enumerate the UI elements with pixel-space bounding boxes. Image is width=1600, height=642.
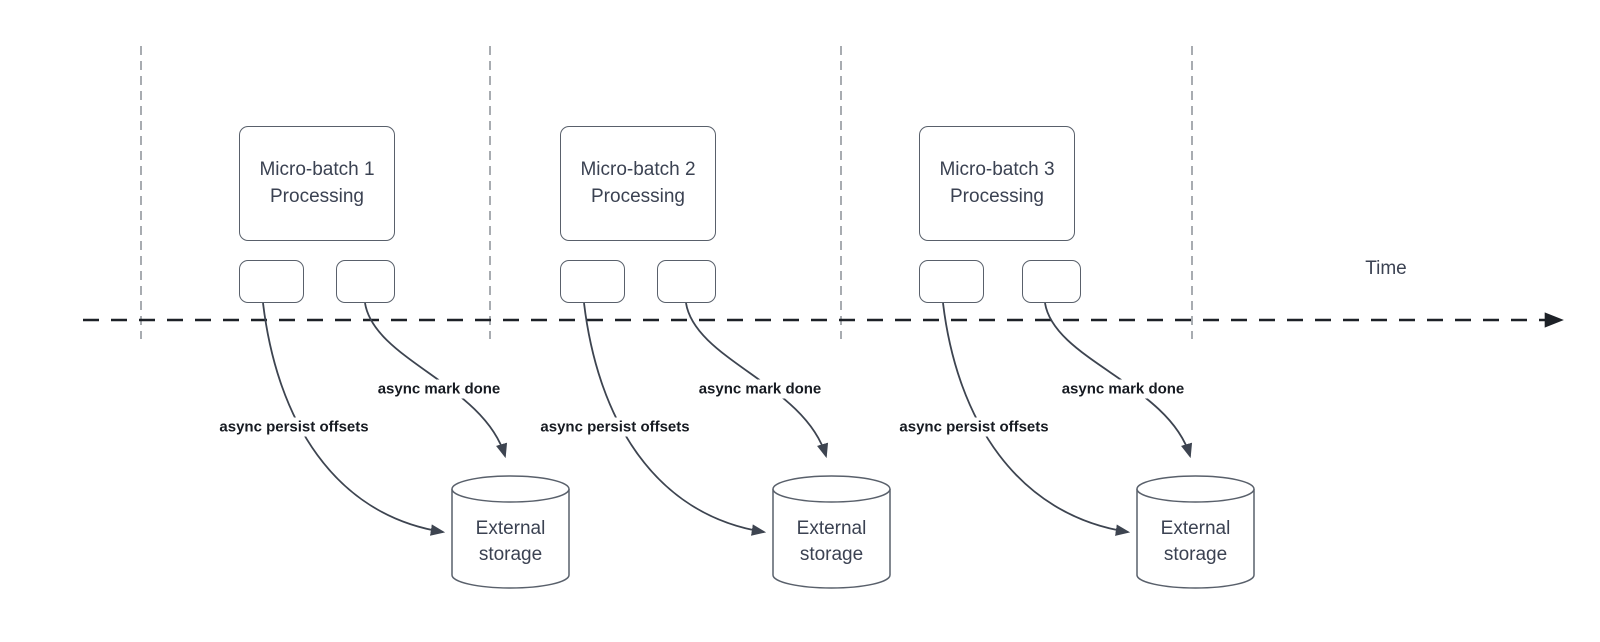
external-storage-cylinder-top: [772, 475, 891, 503]
processing-box-line2: Processing: [950, 185, 1044, 207]
mark-done-task-box: [657, 260, 716, 303]
processing-box-line2: Processing: [270, 185, 364, 207]
external-storage-line2: storage: [1163, 544, 1228, 565]
processing-box: Micro-batch 3 Processing: [919, 126, 1075, 241]
micro-batch-group-1: Micro-batch 1 Processing async persist o…: [215, 0, 579, 642]
processing-box: Micro-batch 1 Processing: [239, 126, 395, 241]
processing-box-line1: Micro-batch 2: [580, 158, 696, 180]
persist-offsets-arrow-label: async persist offsets: [215, 417, 373, 437]
external-storage-line2: storage: [478, 544, 543, 565]
external-storage-line1: External: [796, 518, 867, 539]
persist-offsets-task-box: [919, 260, 984, 303]
persist-offsets-arrow-label: async persist offsets: [536, 417, 694, 437]
processing-box: Micro-batch 2 Processing: [560, 126, 716, 241]
persist-offsets-arrow: [583, 302, 767, 536]
mark-done-task-box: [1022, 260, 1081, 303]
micro-batch-group-2: Micro-batch 2 Processing async persist o…: [536, 0, 900, 642]
persist-offsets-arrow-label: async persist offsets: [895, 417, 1053, 437]
external-storage-label: External storage: [773, 516, 890, 568]
micro-batch-1-shapes: [262, 302, 570, 589]
micro-batch-2-shapes: [583, 302, 891, 589]
mark-done-arrow-label: async mark done: [373, 379, 505, 399]
persist-offsets-task-box: [560, 260, 625, 303]
external-storage-line2: storage: [799, 544, 864, 565]
time-axis-label: Time: [1365, 258, 1407, 279]
processing-box-line1: Micro-batch 3: [939, 158, 1055, 180]
processing-box-line2: Processing: [591, 185, 685, 207]
external-storage-label: External storage: [452, 516, 569, 568]
persist-offsets-arrow: [942, 302, 1131, 536]
processing-box-line1: Micro-batch 1: [259, 158, 375, 180]
mark-done-arrow-label: async mark done: [1057, 379, 1189, 399]
persist-offsets-arrow: [262, 302, 446, 536]
mark-done-arrow-label: async mark done: [694, 379, 826, 399]
external-storage-line1: External: [475, 518, 546, 539]
persist-offsets-task-box: [239, 260, 304, 303]
external-storage-line1: External: [1160, 518, 1231, 539]
external-storage-cylinder-body: [1136, 489, 1255, 589]
micro-batch-group-3: Micro-batch 3 Processing async persist o…: [895, 0, 1259, 642]
mark-done-arrow: [685, 302, 829, 459]
mark-done-arrow: [1044, 302, 1193, 459]
external-storage-cylinder-body: [772, 489, 891, 589]
external-storage-cylinder-top: [451, 475, 570, 503]
mark-done-task-box: [336, 260, 395, 303]
mark-done-arrow: [364, 302, 508, 459]
external-storage-label: External storage: [1137, 516, 1254, 568]
external-storage-cylinder-body: [451, 489, 570, 589]
micro-batch-3-shapes: [942, 302, 1255, 589]
external-storage-cylinder-top: [1136, 475, 1255, 503]
